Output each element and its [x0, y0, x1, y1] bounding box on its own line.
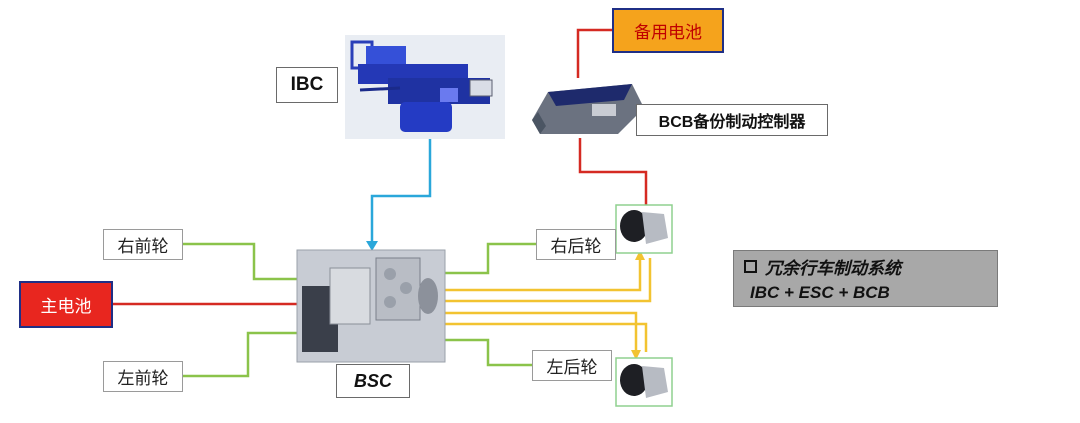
ibc-to-bsc-arrowhead — [366, 241, 378, 251]
front-right-wheel-wire — [182, 242, 297, 281]
bsc-to-rear-right-caliper-line-1 — [444, 258, 642, 292]
front-right-wheel-label: 右前轮 — [103, 229, 183, 260]
bsc-label: BSC — [336, 364, 410, 398]
bcb-controller-image — [532, 84, 644, 134]
rear-right-brake-caliper-image — [615, 204, 673, 254]
rear-right-wheel-label: 右后轮 — [536, 229, 616, 260]
rear-right-caliper-arrowhead — [635, 250, 645, 260]
bsc-to-rear-right-caliper-line-2 — [444, 258, 652, 303]
redundant-braking-note: 冗余行车制动系统 IBC + ESC + BCB — [733, 250, 998, 307]
rear-left-caliper-arrowhead — [631, 350, 641, 360]
main-battery-label: 主电池 — [19, 281, 113, 328]
bsc-to-rear-left-caliper-line-1 — [444, 311, 638, 352]
front-left-wheel-label: 左前轮 — [103, 361, 183, 392]
bsc-module-image — [296, 249, 446, 363]
note-line-1: 冗余行车制动系统 — [744, 257, 987, 281]
connections — [112, 28, 652, 378]
bsc-to-rear-left-caliper-line-2 — [444, 322, 648, 352]
ibc-to-bsc-line — [370, 138, 432, 243]
square-bullet-icon — [744, 260, 757, 273]
ibc-label: IBC — [276, 67, 338, 103]
bcb-controller-label: BCB备份制动控制器 — [636, 104, 828, 136]
rear-left-wheel-label: 左后轮 — [532, 350, 612, 381]
rear-right-wheel-wire — [444, 242, 536, 275]
ibc-unit-image — [345, 35, 505, 139]
note-title: 冗余行车制动系统 — [765, 259, 901, 278]
backup-battery-to-bcb-line — [576, 28, 612, 78]
front-left-wheel-wire — [182, 331, 297, 378]
bcb-to-rear-right-caliper-line — [578, 138, 648, 205]
note-line-2: IBC + ESC + BCB — [750, 283, 890, 302]
backup-battery-label: 备用电池 — [612, 8, 724, 53]
rear-left-brake-caliper-image — [615, 357, 673, 407]
rear-left-wheel-wire — [444, 338, 532, 367]
